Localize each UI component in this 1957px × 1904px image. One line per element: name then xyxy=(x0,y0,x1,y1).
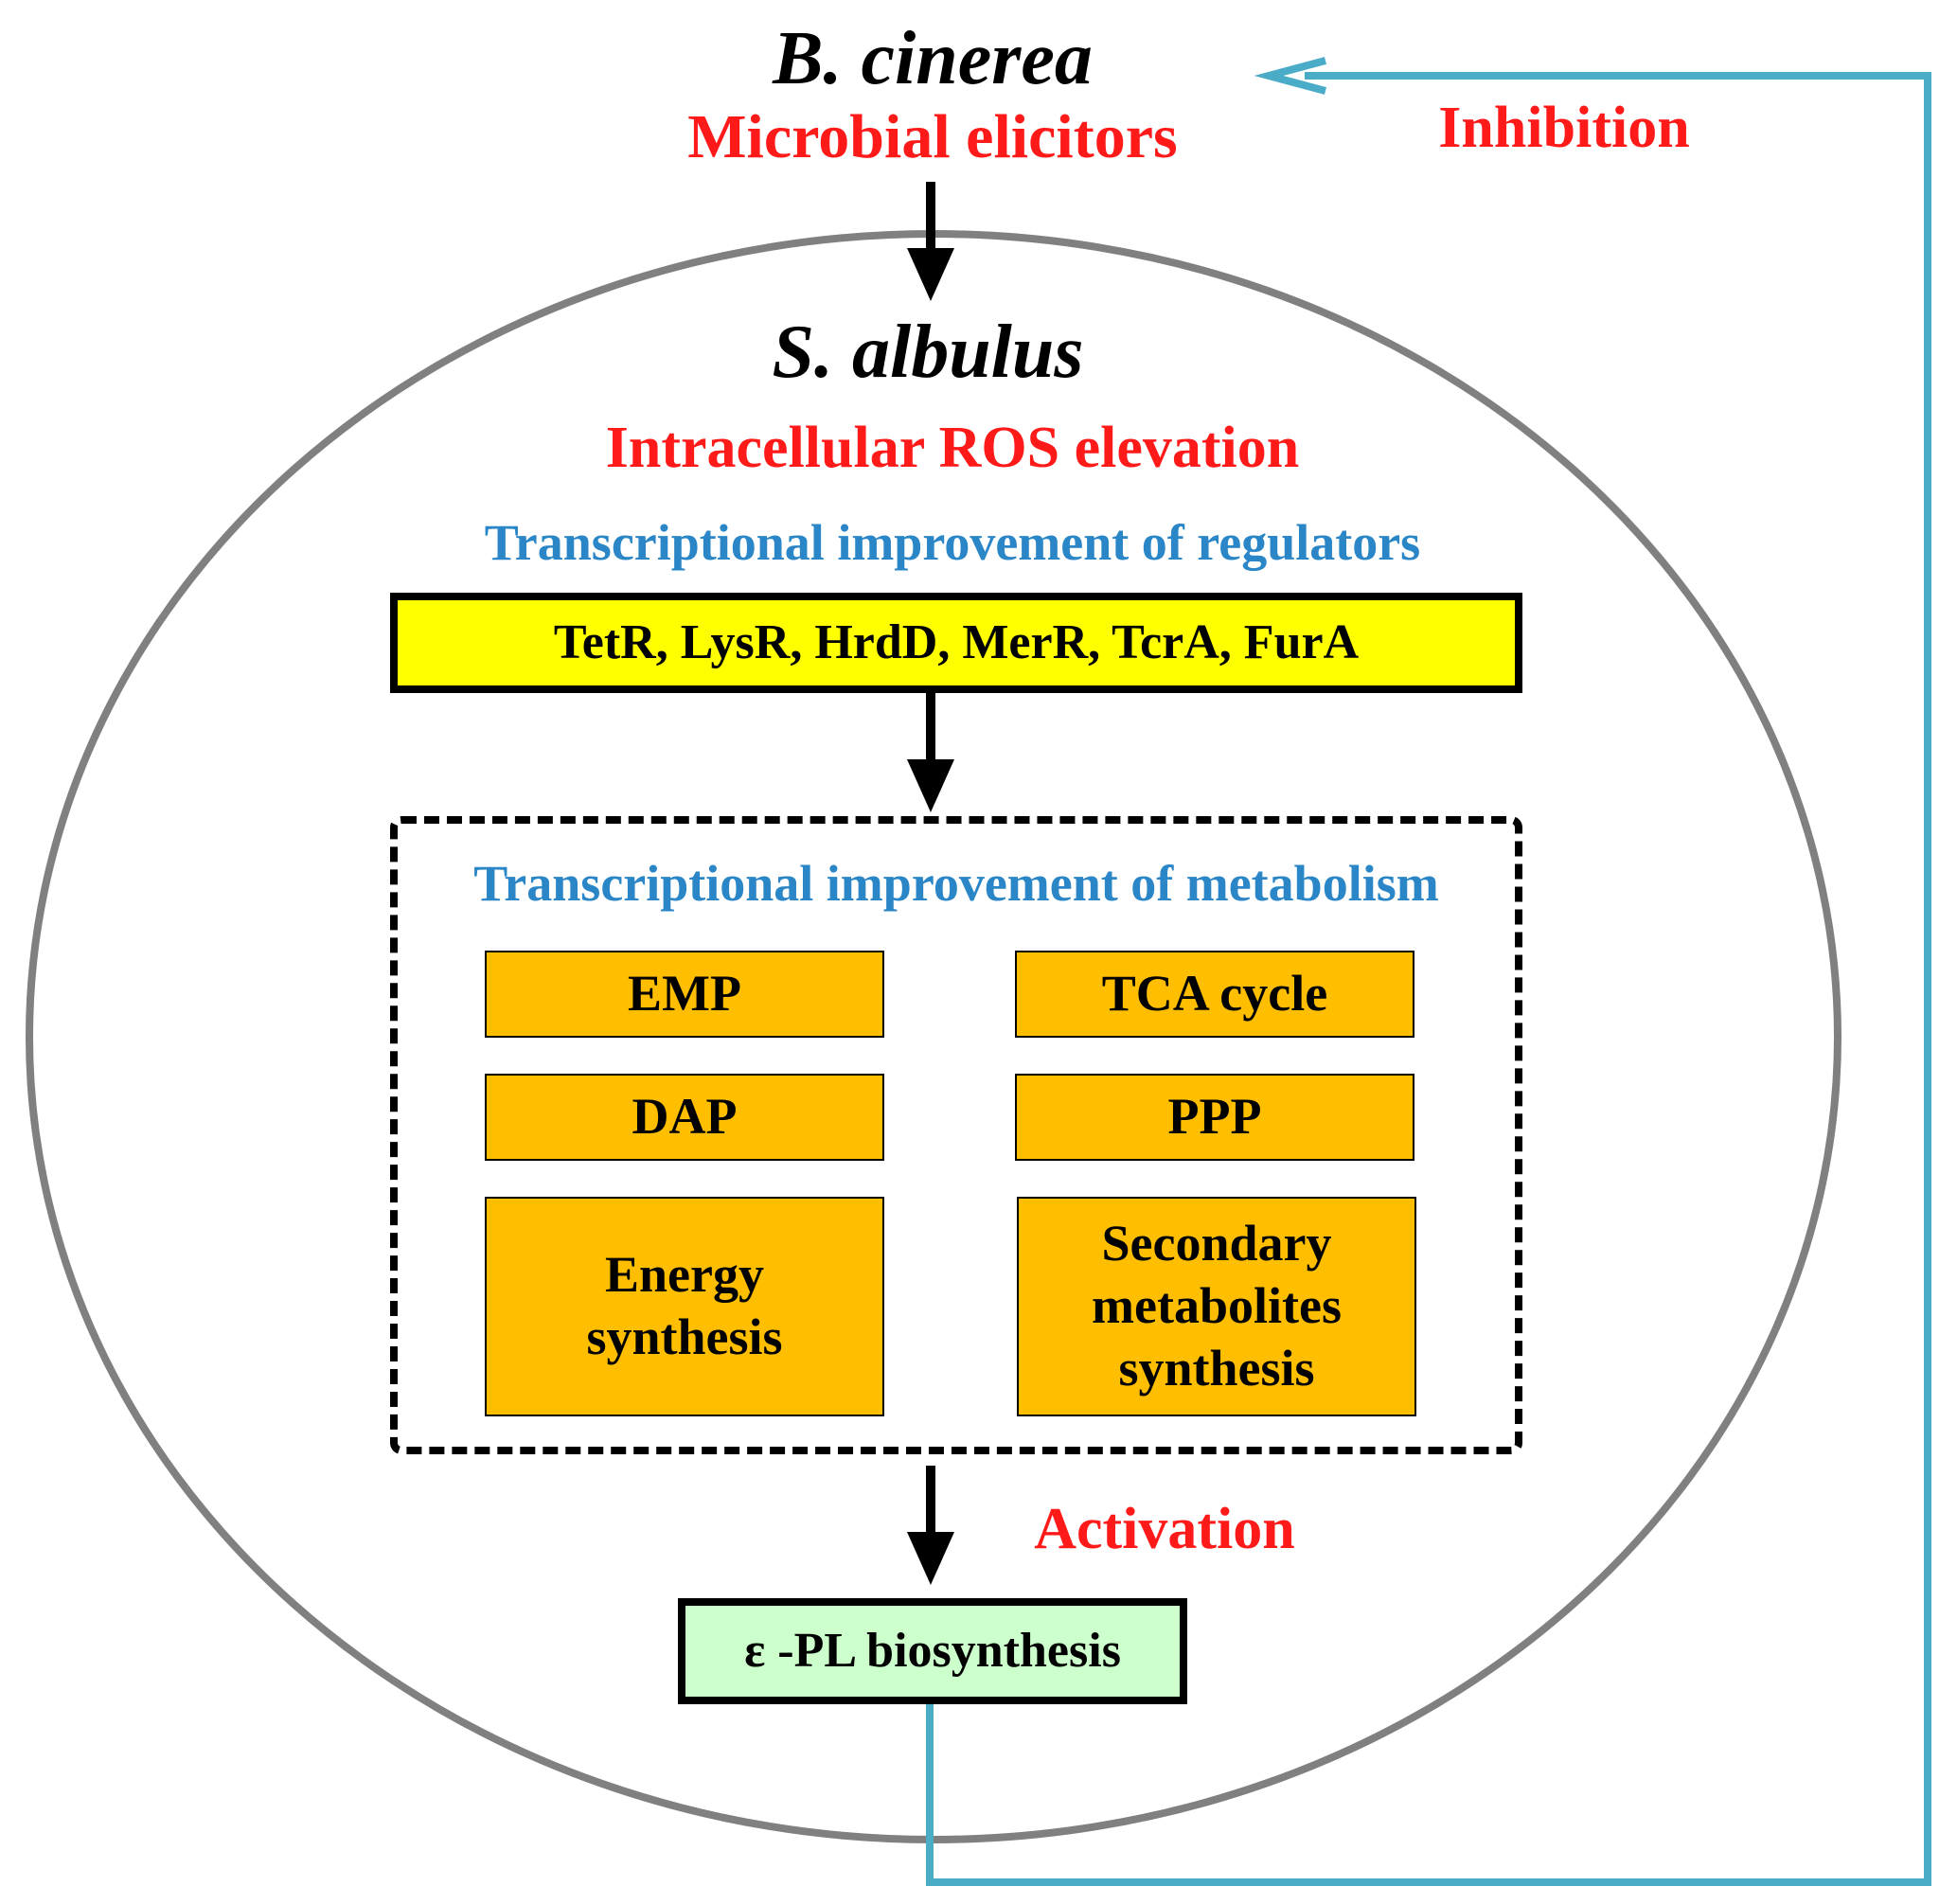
product-box: ε -PL biosynthesis xyxy=(678,1598,1187,1704)
product-label: ε -PL biosynthesis xyxy=(744,1624,1121,1679)
regulators-list: TetR, LysR, HrdD, MerR, TcrA, FurA xyxy=(553,615,1360,670)
pathway-tca-cycle: TCA cycle xyxy=(1015,951,1414,1038)
pathogen-name: B. cinerea xyxy=(773,17,1093,100)
pathway-emp: EMP xyxy=(485,951,884,1038)
pathway-ppp-label: PPP xyxy=(1167,1088,1262,1146)
inhibition-feedback-arrow xyxy=(926,57,1931,1886)
regulators-heading: Transcriptional improvement of regulator… xyxy=(484,514,1421,571)
arrow-metabolism-to-product xyxy=(907,1466,954,1585)
pathway-emp-label: EMP xyxy=(628,965,741,1023)
activation-label: Activation xyxy=(1034,1497,1295,1561)
regulators-box: TetR, LysR, HrdD, MerR, TcrA, FurA xyxy=(390,593,1522,693)
pathway-dap: DAP xyxy=(485,1074,884,1161)
pathway-tca-label: TCA cycle xyxy=(1101,965,1328,1023)
inhibition-label: Inhibition xyxy=(1438,96,1690,160)
pathway-ppp: PPP xyxy=(1015,1074,1414,1161)
elicitor-label: Microbial elicitors xyxy=(687,102,1178,171)
pathway-dap-label: DAP xyxy=(632,1088,738,1146)
arrow-elicitors-to-cell xyxy=(907,182,954,301)
metabolism-group xyxy=(390,816,1522,1454)
ros-elevation-label: Intracellular ROS elevation xyxy=(605,416,1300,480)
arrow-regulators-to-metabolism xyxy=(907,693,954,812)
pathway-energy-label: Energy synthesis xyxy=(586,1246,783,1365)
organism-name: S. albulus xyxy=(772,311,1084,394)
metabolism-heading: Transcriptional improvement of metabolis… xyxy=(473,855,1439,912)
pathway-energy-synthesis: Energy synthesis xyxy=(485,1197,884,1416)
pathway-secondary-metabolites: Secondary metabolites synthesis xyxy=(1017,1197,1416,1416)
pathway-secondary-label: Secondary metabolites synthesis xyxy=(1092,1215,1342,1397)
